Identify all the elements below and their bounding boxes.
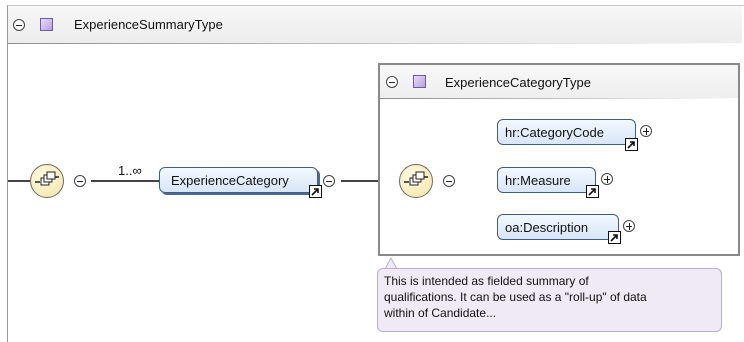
inner-collapse-icon[interactable] bbox=[386, 76, 398, 88]
category-code-reference-icon[interactable] bbox=[625, 138, 638, 151]
outer-type-name: ExperienceSummaryType bbox=[74, 17, 223, 32]
measure-expand-icon[interactable] bbox=[601, 173, 613, 185]
experience-category-element[interactable]: ExperienceCategory bbox=[159, 167, 318, 193]
sequence-compositor[interactable] bbox=[30, 164, 64, 198]
compositor-collapse-icon[interactable] bbox=[74, 175, 86, 187]
multiplicity-label: 1..∞ bbox=[118, 163, 142, 178]
description-expand-icon[interactable] bbox=[623, 220, 635, 232]
measure-label: hr:Measure bbox=[505, 173, 571, 188]
measure-reference-icon[interactable] bbox=[586, 185, 599, 198]
sequence-compositor-icon bbox=[35, 171, 59, 186]
annotation-tooltip: This is intended as fielded summary of q… bbox=[377, 268, 722, 332]
outer-collapse-icon[interactable] bbox=[13, 19, 25, 31]
category-code-expand-icon[interactable] bbox=[640, 125, 652, 137]
description-label: oa:Description bbox=[505, 220, 589, 235]
outer-header-divider bbox=[8, 43, 742, 44]
inner-header-divider bbox=[380, 98, 738, 99]
inner-type-name: ExperienceCategoryType bbox=[445, 75, 591, 90]
measure-element[interactable]: hr:Measure bbox=[497, 167, 596, 193]
annotation-text: This is intended as fielded summary of q… bbox=[384, 274, 647, 320]
description-reference-icon[interactable] bbox=[608, 231, 621, 244]
outer-type-icon bbox=[40, 18, 53, 31]
reference-arrow-icon[interactable] bbox=[309, 185, 322, 198]
experience-category-label: ExperienceCategory bbox=[171, 173, 289, 188]
inner-type-header bbox=[380, 65, 738, 99]
annotation-pointer bbox=[384, 256, 398, 270]
outer-type-header bbox=[8, 6, 742, 44]
category-code-label: hr:CategoryCode bbox=[505, 125, 604, 140]
inner-sequence-compositor[interactable] bbox=[399, 164, 433, 198]
element-collapse-icon[interactable] bbox=[323, 175, 335, 187]
category-code-element[interactable]: hr:CategoryCode bbox=[497, 119, 636, 145]
inner-compositor-collapse-icon[interactable] bbox=[443, 175, 455, 187]
description-element[interactable]: oa:Description bbox=[497, 214, 619, 240]
inner-sequence-compositor-icon bbox=[404, 171, 428, 186]
inner-type-icon bbox=[413, 75, 426, 88]
